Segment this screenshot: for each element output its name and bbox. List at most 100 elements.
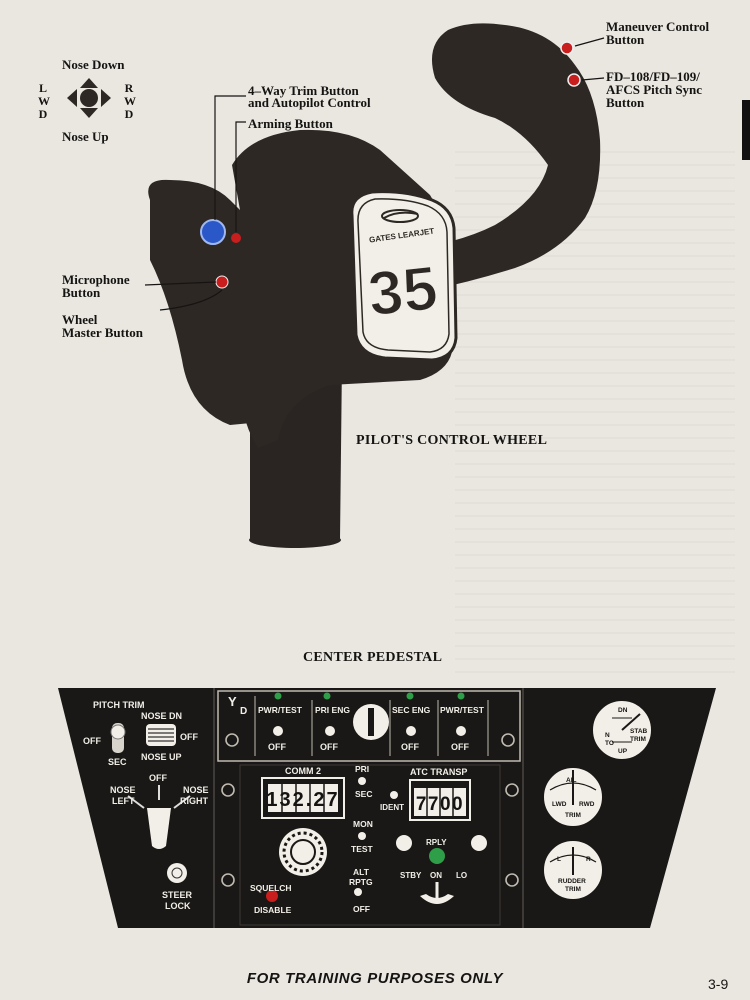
reply-light	[429, 848, 445, 864]
pitch-sync-button	[567, 73, 581, 87]
wheel-badge	[350, 190, 458, 362]
atc-knob-icon	[469, 833, 489, 853]
label-yd-sw4: PWR/TEST	[440, 705, 485, 715]
label-yd-y: Y	[228, 694, 237, 709]
atc-code: 7700	[416, 794, 464, 815]
control-wheel-illustration: GATES LEARJET 35	[67, 23, 605, 548]
toggle-switch-icon	[325, 726, 335, 736]
label-rwd: RWD	[579, 801, 595, 808]
screw-icon	[221, 783, 235, 797]
callout-wheel-master-1: Wheel	[62, 312, 98, 327]
label-yd-off3: OFF	[401, 742, 419, 752]
label-nose-right-1: NOSE	[183, 785, 209, 795]
toggle-switch-icon	[358, 777, 366, 785]
stab-trim-gauge	[591, 699, 653, 761]
label-nose-left-1: NOSE	[110, 785, 136, 795]
label-yd-d: D	[240, 706, 247, 717]
label-off-mid: OFF	[149, 773, 167, 783]
transponder-mode-selector-icon	[420, 882, 454, 904]
label-lock: LOCK	[165, 901, 191, 911]
label-alt: ALT	[353, 867, 370, 877]
comm-tuning-knob-icon	[279, 828, 327, 876]
trim-direction-rose-icon	[67, 78, 111, 118]
screw-icon	[501, 733, 515, 747]
callout-microphone-2: Button	[62, 285, 101, 300]
center-pedestal-caption: CENTER PEDESTAL	[303, 650, 443, 665]
arming-button	[231, 233, 241, 243]
label-on: ON	[430, 871, 442, 880]
toggle-switch-icon	[358, 832, 366, 840]
toggle-switch-icon	[354, 888, 362, 896]
comm2-frequency-window	[261, 777, 345, 819]
label-lwd: LWD	[552, 801, 567, 808]
label-test: TEST	[351, 844, 374, 854]
learjet-logo-icon	[381, 209, 419, 223]
label-yd-off2: OFF	[320, 742, 338, 752]
label-atc: ATC TRANSP	[410, 767, 467, 777]
callout-pitch-sync-3: Button	[606, 95, 645, 110]
label-rply: RPLY	[426, 838, 447, 847]
label-sec: SEC	[108, 757, 127, 767]
atc-knob-icon	[394, 833, 414, 853]
toggle-switch-icon	[273, 726, 283, 736]
label-comm2: COMM 2	[285, 766, 321, 776]
rose-nose-down: Nose Down	[62, 57, 125, 72]
label-rptg: RPTG	[349, 877, 373, 887]
label-stab-dn: DN	[618, 707, 628, 714]
label-stab: STAB	[630, 728, 648, 735]
led-green	[323, 692, 331, 700]
label-rudder: RUDDER	[558, 878, 586, 885]
steer-lock-button-icon	[167, 863, 187, 883]
label-stab-to: TO	[605, 740, 614, 747]
label-stab-trim: TRIM	[630, 736, 646, 743]
label-lo: LO	[456, 871, 467, 880]
squelch-disable-button	[266, 890, 278, 902]
label-yd-sw1: PWR/TEST	[258, 705, 303, 715]
label-nose-left-2: LEFT	[112, 796, 135, 806]
page-number: 3-9	[708, 976, 729, 992]
led-green	[274, 692, 282, 700]
label-squelch: SQUELCH	[250, 883, 292, 893]
nose-steer-knob-icon	[127, 785, 191, 849]
rose-right-r: R	[124, 81, 134, 95]
ident-button-icon	[390, 791, 398, 799]
rose-right-w: W	[124, 94, 136, 108]
label-rud-l: L	[557, 856, 561, 863]
aileron-trim-gauge	[542, 766, 604, 828]
led-green	[457, 692, 465, 700]
led-green	[406, 692, 414, 700]
comm-atc-panel	[239, 764, 501, 926]
atc-code-window	[409, 779, 471, 821]
yaw-damper-panel	[217, 690, 521, 762]
label-yd-sw3: SEC ENG	[392, 705, 431, 715]
rose-nose-up: Nose Up	[62, 129, 109, 144]
label-steer: STEER	[162, 890, 193, 900]
label-nose-dn: NOSE DN	[141, 711, 182, 721]
callout-maneuver-2: Button	[606, 32, 645, 47]
label-yd-sw2: PRI ENG	[315, 705, 350, 715]
nose-trim-thumbwheel-icon	[146, 724, 176, 746]
label-ident: IDENT	[380, 803, 404, 812]
page-tab-marker	[742, 100, 750, 160]
callout-maneuver-1: Maneuver Control	[606, 19, 710, 34]
callout-wheel-master-2: Master Button	[62, 325, 144, 340]
label-mon: MON	[353, 819, 373, 829]
callout-microphone-1: Microphone	[62, 272, 130, 287]
screw-icon	[505, 873, 519, 887]
label-stab-n: N	[605, 732, 610, 739]
rose-left-w: W	[38, 94, 50, 108]
toggle-switch-icon	[406, 726, 416, 736]
callout-pitch-sync-1: FD–108/FD–109/	[606, 69, 700, 84]
callout-trim-2: and Autopilot Control	[248, 95, 371, 110]
rose-left-d: D	[38, 107, 48, 121]
rose-right-d: D	[124, 107, 134, 121]
rose-left-l: L	[38, 81, 47, 95]
label-stab-up: UP	[618, 748, 628, 755]
control-wheel-caption: PILOT'S CONTROL WHEEL	[356, 433, 548, 448]
label-yd-off1: OFF	[268, 742, 286, 752]
label-stby: STBY	[400, 871, 422, 880]
label-sec-comm: SEC	[355, 789, 372, 799]
label-ail: AIL	[566, 777, 577, 784]
comm2-frequency: 132.27	[266, 789, 339, 811]
